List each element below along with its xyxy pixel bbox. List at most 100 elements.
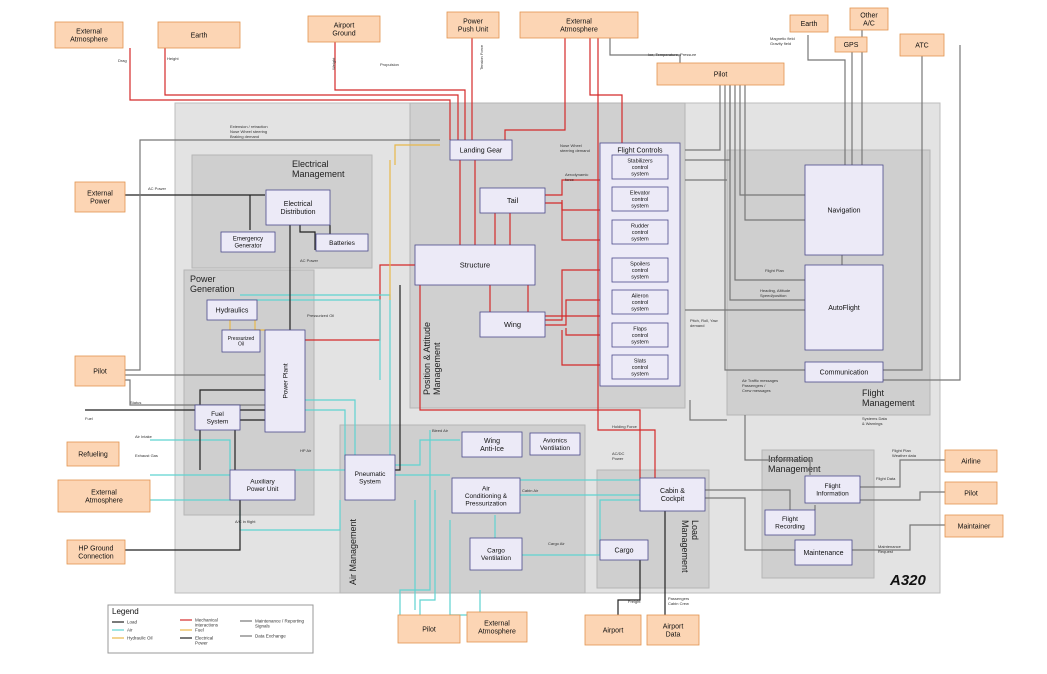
edge-air12 bbox=[419, 490, 436, 615]
external-box bbox=[157, 21, 241, 49]
label-status: Status bbox=[130, 400, 141, 405]
label-drag: Drag bbox=[118, 58, 127, 63]
external-atc: ATC bbox=[899, 33, 945, 57]
edge-ext-atm2 bbox=[589, 38, 623, 145]
edge-fm-info bbox=[744, 415, 811, 475]
external-refueling: Refueling bbox=[66, 441, 120, 467]
edge-ext-pilot bbox=[609, 38, 681, 65]
component-box bbox=[220, 231, 276, 253]
edge-hp bbox=[125, 500, 241, 551]
external-box bbox=[849, 7, 889, 31]
label-weight: Weight bbox=[331, 57, 336, 70]
component-landing-gear: Landing Gear bbox=[449, 139, 513, 161]
external-maintainer: Maintainer bbox=[944, 514, 1004, 538]
component-box bbox=[804, 264, 884, 351]
external-box bbox=[57, 479, 151, 513]
external-label: Pilot bbox=[714, 71, 728, 78]
edge-fc-wing5 bbox=[561, 200, 612, 241]
label-acpower2: AC Power bbox=[300, 258, 319, 263]
component-box bbox=[414, 244, 536, 286]
external-box bbox=[66, 539, 126, 565]
edge-fc-wing4 bbox=[561, 330, 612, 366]
component-label: Cabin &Cockpit bbox=[660, 488, 685, 503]
legend-label: Load bbox=[127, 620, 138, 625]
edge-maint bbox=[852, 524, 945, 551]
edge-struct-pp bbox=[395, 285, 401, 471]
component-box bbox=[194, 404, 241, 431]
component-box bbox=[221, 329, 261, 353]
external-box bbox=[74, 355, 126, 387]
edge-cabin-fm bbox=[689, 400, 727, 421]
edge-fc-wing2 bbox=[545, 299, 612, 326]
edge-pilot-af bbox=[734, 85, 805, 281]
edge-air7 bbox=[395, 439, 460, 466]
label-acpower: AC Power bbox=[148, 186, 167, 191]
label-flightplan2: Flight Plan bbox=[765, 268, 784, 273]
label-propulsion: Propulsion bbox=[380, 62, 399, 67]
component-box bbox=[804, 475, 861, 504]
legend-item: Data Exchange bbox=[240, 634, 286, 639]
external-pilot-right: Pilot bbox=[944, 481, 998, 505]
component-label: Power Plant bbox=[282, 363, 289, 398]
label-flightdata: Flight Data bbox=[876, 476, 896, 481]
component-hydraulics: Hydraulics bbox=[206, 299, 258, 321]
external-label: Airline bbox=[961, 458, 981, 465]
a320-title: A320 bbox=[889, 572, 927, 589]
edge-apu bbox=[199, 389, 265, 470]
edge-cabin-info bbox=[705, 489, 791, 515]
component-cargo: Cargo bbox=[599, 539, 649, 561]
label-pressoil: Pressurized Oil bbox=[307, 313, 334, 318]
external-label: ATC bbox=[915, 42, 928, 49]
edge-pilot-nav2 bbox=[744, 85, 805, 221]
label-cabinair: Cabin Air bbox=[522, 488, 539, 493]
group-load-management-label: LoadManagement bbox=[680, 520, 700, 573]
component-label: Communication bbox=[820, 369, 869, 376]
component-label: Tail bbox=[507, 196, 519, 205]
external-box bbox=[466, 611, 528, 643]
component-box bbox=[479, 311, 546, 338]
edge-info-airline bbox=[860, 459, 945, 488]
label-cargoair: Cargo Air bbox=[548, 541, 565, 546]
edge-info-pilot bbox=[860, 491, 945, 501]
edge-pilot-ed bbox=[125, 139, 440, 371]
external-airline: Airline bbox=[944, 449, 998, 473]
component-tail: Tail bbox=[479, 187, 546, 214]
label-tension: Tension Force bbox=[479, 44, 484, 70]
component-box bbox=[344, 454, 396, 501]
component-label: Structure bbox=[460, 261, 490, 270]
component-box bbox=[265, 189, 331, 226]
edge-ext-cabin bbox=[597, 38, 656, 480]
edge-air17 bbox=[300, 399, 356, 460]
component-label: Batteries bbox=[329, 240, 355, 247]
component-label: Wing bbox=[504, 320, 521, 329]
external-box bbox=[66, 441, 120, 467]
component-box bbox=[611, 154, 669, 180]
legend-label: Air bbox=[127, 628, 133, 633]
label-holding: Holding Force bbox=[612, 424, 638, 429]
